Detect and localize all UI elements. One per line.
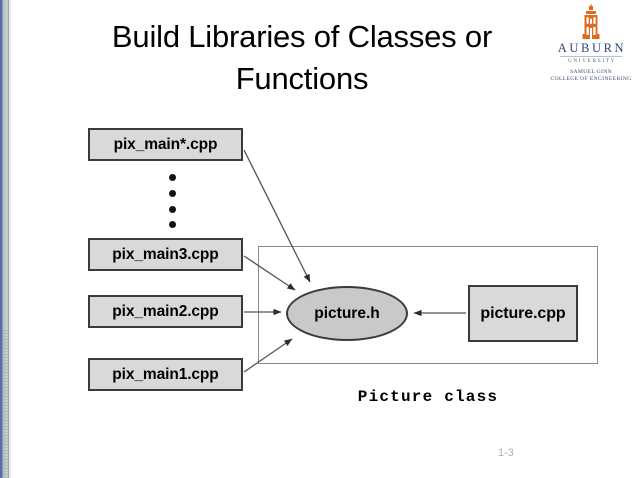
client-box-pix-main1[interactable]: pix_main1.cpp	[88, 358, 243, 391]
page-number: 1-3	[498, 447, 514, 459]
logo-college-line1: SAMUEL GINN	[569, 69, 613, 75]
logo-college-line2: COLLEGE OF ENGINEERING	[550, 76, 632, 83]
ellipsis-dot	[169, 174, 176, 181]
logo-divider	[560, 56, 622, 57]
client-box-pix-main3[interactable]: pix_main3.cpp	[88, 238, 243, 271]
auburn-tower-icon	[582, 4, 600, 39]
client-box-pix-main2[interactable]: pix_main2.cpp	[88, 295, 243, 328]
picture-class-group-rect	[258, 246, 598, 364]
page-title: Build Libraries of Classes or Functions	[111, 19, 493, 96]
picture-class-label: Picture class	[357, 388, 499, 406]
logo-institution: AUBURN	[557, 41, 627, 55]
ellipsis-dot	[169, 221, 176, 228]
edge-stripe-texture	[3, 330, 9, 478]
ellipsis-dots	[166, 174, 180, 228]
header-node-picture-h[interactable]: picture.h	[286, 286, 408, 341]
auburn-university-logo: AUBURN UNIVERSITY SAMUEL GINN COLLEGE OF…	[548, 4, 634, 82]
ellipsis-dot	[169, 190, 176, 197]
ellipsis-dot	[169, 206, 176, 213]
client-box-pix-main-star[interactable]: pix_main*.cpp	[88, 128, 243, 161]
impl-box-picture-cpp[interactable]: picture.cpp	[468, 285, 578, 342]
logo-subtitle: UNIVERSITY	[567, 58, 617, 64]
left-edge-stripe	[0, 0, 11, 478]
